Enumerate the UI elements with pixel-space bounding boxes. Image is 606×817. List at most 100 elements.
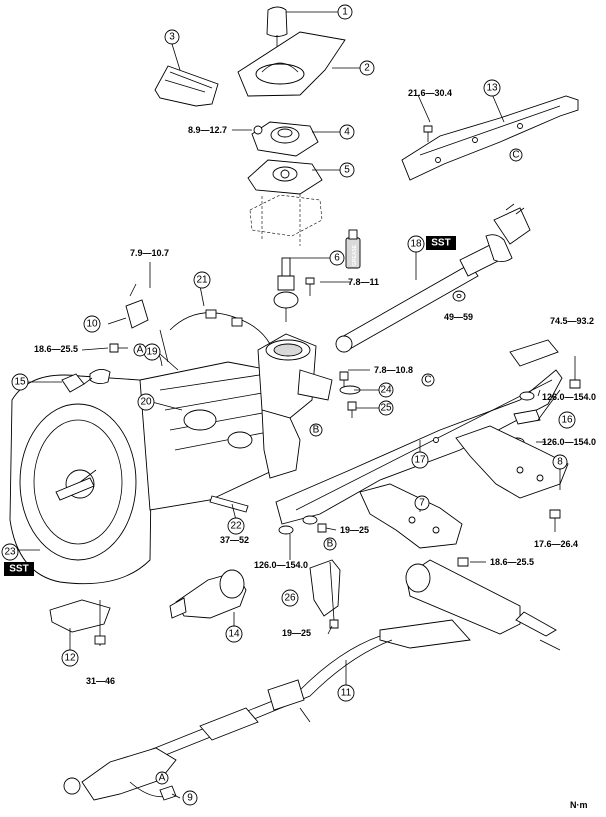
svg-text:2: 2 <box>364 63 370 74</box>
bolt-21-6-30-4 <box>423 125 433 142</box>
torque-7-9-10-7: 7.9—10.7 <box>130 248 169 258</box>
transmission-crossmember-17 <box>275 339 563 525</box>
callout-19: 19 <box>143 343 161 361</box>
torque-19-25-lower: 19—25 <box>282 628 311 638</box>
svg-text:SST: SST <box>431 238 450 249</box>
callout-8: 8 <box>552 454 568 470</box>
svg-text:4: 4 <box>344 127 350 138</box>
svg-text:12: 12 <box>64 653 76 664</box>
ref-c-lower: C <box>421 373 435 387</box>
svg-text:8: 8 <box>557 457 563 468</box>
bolt-74-5-93-2 <box>569 356 581 389</box>
svg-text:25: 25 <box>380 403 392 414</box>
svg-text:B: B <box>313 425 320 436</box>
bolt-8-9-12-7 <box>253 125 263 135</box>
callout-3: 3 <box>164 29 180 45</box>
svg-text:A: A <box>159 773 166 784</box>
svg-text:C: C <box>512 150 519 161</box>
sst-badge-lower: SST <box>4 562 34 576</box>
rear-mount-bracket <box>493 203 531 245</box>
exhaust-hanger-bracket <box>267 679 311 723</box>
plate-16 <box>513 409 541 425</box>
svg-text:B: B <box>327 539 334 550</box>
torque-18-6-25-5-right: 18.6—25.5 <box>490 557 534 567</box>
torque-7-8-11: 7.8—11 <box>348 277 379 287</box>
torque-7-8-10-8: 7.8—10.8 <box>374 365 413 375</box>
svg-text:21: 21 <box>196 275 208 286</box>
torque-126-154-c: 126.0—154.0 <box>254 560 308 570</box>
ref-a-upper: A <box>133 343 147 357</box>
svg-text:26: 26 <box>284 593 296 604</box>
svg-text:20: 20 <box>140 397 152 408</box>
svg-text:6: 6 <box>334 253 340 264</box>
propeller-shaft-18 <box>335 234 513 353</box>
svg-text:22: 22 <box>230 521 242 532</box>
callout-9: 9 <box>182 790 198 806</box>
callout-15: 15 <box>11 373 29 391</box>
ref-a-lower: A <box>155 771 169 785</box>
callout-11: 11 <box>337 684 355 702</box>
torque-126-154-b: 126.0—154.0 <box>542 437 596 447</box>
ref-b-lower: B <box>323 537 337 551</box>
grease-tube <box>345 229 361 269</box>
svg-text:10: 10 <box>86 319 98 330</box>
exhaust-pipe-11 <box>149 619 471 759</box>
rear-housing <box>261 409 301 479</box>
torque-19-25-upper: 19—25 <box>340 525 369 535</box>
svg-text:1: 1 <box>342 7 348 18</box>
starter-14 <box>169 569 247 619</box>
callout-5: 5 <box>339 162 355 178</box>
washer-49-59 <box>452 290 466 302</box>
svg-text:SST: SST <box>9 564 28 575</box>
bolt-18-6-25-5-left <box>109 343 128 353</box>
callout-17: 17 <box>411 451 429 469</box>
callout-21: 21 <box>193 271 211 289</box>
muffler <box>405 559 561 651</box>
svg-text:18: 18 <box>410 239 422 250</box>
torque-37-52: 37—52 <box>220 535 249 545</box>
callout-16: 16 <box>558 411 576 429</box>
leader-lines <box>18 11 561 799</box>
svg-text:C: C <box>424 375 431 386</box>
svg-text:5: 5 <box>344 165 350 176</box>
boot-seat-5 <box>247 159 323 195</box>
callout-12: 12 <box>61 649 79 667</box>
shift-boot-panel <box>237 31 346 97</box>
callout-26: 26 <box>281 589 299 607</box>
callout-18: 18 <box>407 235 425 253</box>
bolt-18-6-25-5-right <box>457 557 469 567</box>
mount-bracket-12 <box>49 599 111 646</box>
shift-lever-lower-6 <box>273 257 299 322</box>
catalytic-converter <box>63 707 259 801</box>
bolt-7-8-11 <box>305 277 315 296</box>
harness-21 <box>149 309 271 367</box>
clutch-housing <box>9 374 153 585</box>
svg-text:3: 3 <box>169 32 175 43</box>
washers-126-154-left <box>278 515 318 535</box>
torque-21-6-30-4: 21.6—30.4 <box>408 88 452 98</box>
svg-text:14: 14 <box>228 629 240 640</box>
bolt-25 <box>347 401 357 418</box>
callout-6: 6 <box>329 250 345 266</box>
bolt-19-25-upper <box>317 523 327 533</box>
svg-text:24: 24 <box>380 385 392 396</box>
torque-8-9-12-7: 8.9—12.7 <box>188 125 227 135</box>
bracket-10 <box>125 283 149 329</box>
svg-text:A: A <box>137 345 144 356</box>
gasket-plate <box>249 194 323 246</box>
callout-1: 1 <box>337 4 353 20</box>
callout-23: 23 <box>1 543 19 561</box>
callout-2: 2 <box>359 60 375 76</box>
ref-c-upper: C <box>509 148 523 162</box>
insulator-4 <box>251 121 319 157</box>
extension-housing <box>257 333 333 419</box>
torque-74-5-93-2: 74.5—93.2 <box>550 316 594 326</box>
svg-text:11: 11 <box>341 688 352 699</box>
callout-4: 4 <box>339 124 355 140</box>
svg-text:15: 15 <box>14 377 26 388</box>
callout-22: 22 <box>227 517 245 535</box>
callout-7: 7 <box>414 495 430 511</box>
torque-18-6-25-5-left: 18.6—25.5 <box>34 344 78 354</box>
torque-126-154-a: 126.0—154.0 <box>542 392 596 402</box>
